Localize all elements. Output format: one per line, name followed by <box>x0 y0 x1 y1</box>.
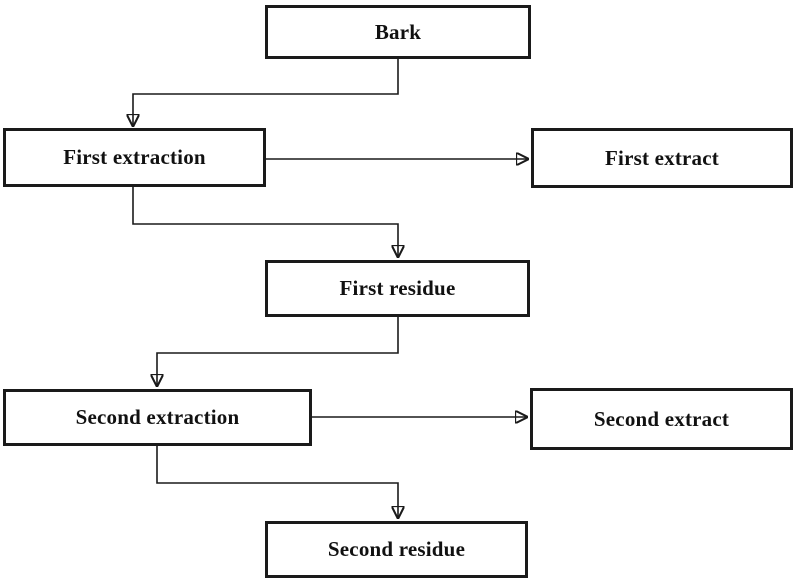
node-second-extract: Second extract <box>530 388 793 450</box>
node-bark-label: Bark <box>374 19 422 44</box>
node-first-extraction-label: First extraction <box>63 145 206 169</box>
edge-first-extraction-to-first-residue <box>132 187 398 256</box>
node-first-residue-label: First residue <box>339 276 456 300</box>
node-first-extraction: First extraction <box>3 128 266 187</box>
node-bark: Bark <box>265 5 531 59</box>
node-second-residue-label: Second residue <box>327 537 466 561</box>
node-first-extract: First extract <box>531 128 793 188</box>
node-first-residue: First residue <box>265 260 530 317</box>
node-second-extraction-label: Second extraction <box>75 405 240 429</box>
edge-bark-to-first-extraction <box>133 59 399 125</box>
edge-first-residue-to-second-extraction <box>157 317 399 385</box>
node-second-extraction: Second extraction <box>3 389 312 446</box>
node-second-residue: Second residue <box>265 521 528 578</box>
edge-second-extraction-to-second-residue <box>156 446 398 517</box>
node-first-extract-label: First extract <box>605 145 719 170</box>
node-second-extract-label: Second extract <box>593 406 730 431</box>
